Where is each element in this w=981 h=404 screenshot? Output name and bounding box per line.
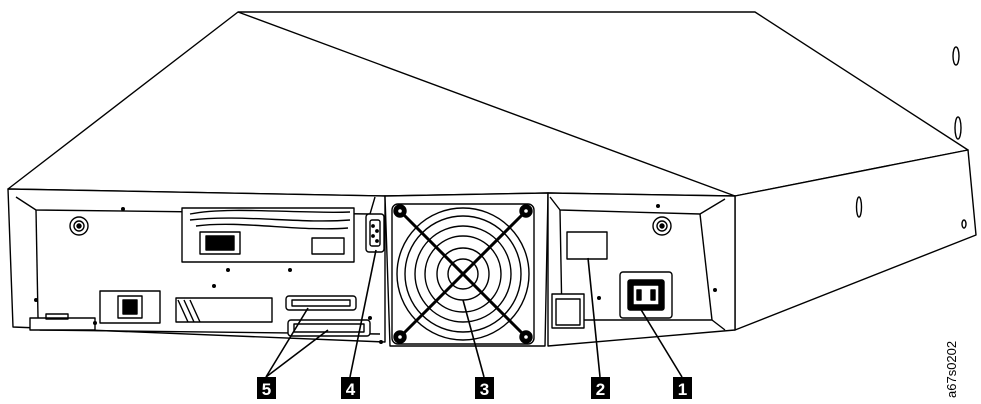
serial-port — [365, 213, 385, 253]
leader-line-3 — [462, 299, 485, 378]
leader-line-5a — [265, 307, 309, 378]
figure-id-label: a67s0202 — [944, 340, 959, 398]
callout-1: 1 — [673, 377, 692, 399]
leader-line-4 — [349, 249, 377, 378]
power-switch-module — [99, 290, 273, 324]
label-area — [551, 231, 608, 329]
leader-line-2 — [587, 257, 601, 378]
svg-text:3: 3 — [480, 380, 489, 399]
svg-text:4: 4 — [346, 380, 356, 399]
callout-2: 2 — [591, 377, 610, 399]
callout-4: 4 — [341, 377, 360, 399]
callout-5: 5 — [257, 377, 276, 399]
power-connector — [619, 271, 673, 319]
drive-bay — [181, 207, 355, 263]
chassis-top-cover — [7, 11, 969, 197]
screw-right — [652, 216, 672, 236]
screw-left — [69, 216, 89, 236]
svg-text:2: 2 — [596, 380, 605, 399]
leader-line-5b — [265, 329, 329, 378]
fan — [391, 203, 535, 345]
callout-3: 3 — [475, 377, 494, 399]
leader-line-1 — [639, 307, 683, 378]
svg-text:1: 1 — [678, 380, 687, 399]
svg-text:5: 5 — [262, 380, 271, 399]
scsi-connectors — [285, 295, 371, 337]
small-holes — [34, 204, 717, 344]
